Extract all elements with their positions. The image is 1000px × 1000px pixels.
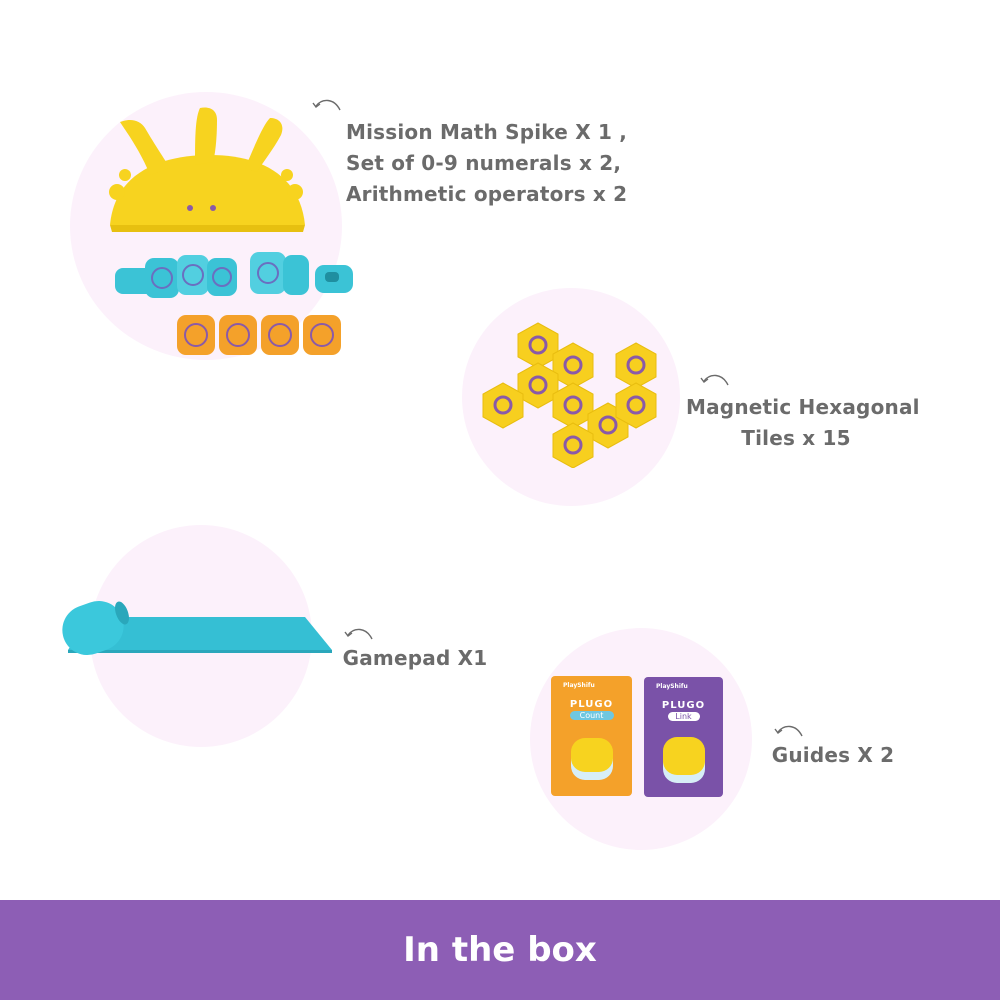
label-line: Mission Math Spike X 1 ,: [346, 120, 628, 144]
character-illustration: [662, 737, 705, 775]
label-line: Gamepad X1: [342, 646, 488, 670]
guide-card-title: PLUGO: [569, 699, 614, 710]
label-line: Arithmetic operators x 2: [346, 182, 628, 206]
brand-logo: PlayShifu: [656, 683, 688, 690]
curved-arrow-icon: [344, 628, 373, 640]
spike-item-label: Mission Math Spike X 1 , Set of 0-9 nume…: [346, 117, 628, 210]
guide-card-count: PlayShifu PLUGO Count: [551, 676, 632, 796]
tiles-item-label: Magnetic Hexagonal Tiles x 15: [686, 392, 920, 454]
footer-title: In the box: [403, 930, 597, 970]
curved-arrow-icon: [774, 725, 803, 737]
label-line: Set of 0-9 numerals x 2,: [346, 151, 622, 175]
label-line: Tiles x 15: [741, 426, 851, 450]
brand-logo: PlayShifu: [563, 682, 595, 689]
guide-card-title: PLUGO: [661, 700, 706, 711]
guide-card-subtitle: Count: [569, 711, 614, 720]
hexagonal-tiles-image: [482, 322, 657, 468]
curved-arrow-icon: [312, 99, 341, 111]
guide-card-subtitle: Link: [667, 712, 700, 721]
footer-banner: In the box: [0, 900, 1000, 1000]
mission-math-spike-image: [109, 107, 353, 355]
gamepad-item-label: Gamepad X1: [340, 643, 490, 674]
character-illustration: [570, 738, 613, 772]
gamepad-mat-image: [62, 600, 332, 656]
label-line: Guides X 2: [771, 743, 895, 767]
guides-item-label: Guides X 2: [770, 740, 896, 771]
curved-arrow-icon: [700, 374, 729, 386]
label-line: Magnetic Hexagonal: [686, 395, 920, 419]
guide-card-link: PlayShifu PLUGO Link: [644, 677, 723, 797]
